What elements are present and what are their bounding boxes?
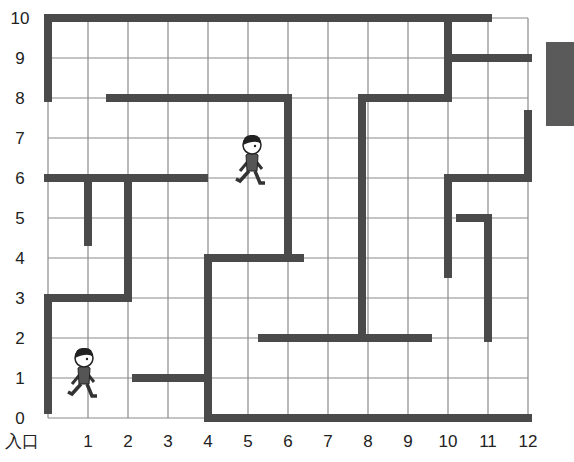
maze-wall bbox=[84, 178, 92, 242]
column-number: 7 bbox=[323, 433, 332, 450]
row-number: 4 bbox=[15, 250, 24, 267]
row-number: 2 bbox=[15, 330, 24, 347]
row-number: 5 bbox=[15, 210, 24, 227]
row-number: 1 bbox=[15, 370, 24, 387]
column-number: 6 bbox=[283, 433, 292, 450]
row-number: 6 bbox=[15, 170, 24, 187]
grid bbox=[48, 18, 528, 418]
maze-wall bbox=[110, 98, 528, 418]
entrance-label: 入口 bbox=[5, 433, 39, 450]
column-number: 10 bbox=[439, 433, 458, 450]
maze-wall bbox=[48, 14, 488, 22]
column-number: 11 bbox=[479, 433, 497, 450]
row-number: 9 bbox=[15, 50, 24, 67]
column-number: 3 bbox=[163, 433, 172, 450]
row-number: 7 bbox=[15, 130, 24, 147]
side-tag bbox=[546, 42, 574, 126]
maze-wall bbox=[44, 18, 52, 98]
maze-wall bbox=[362, 18, 448, 338]
grid-line bbox=[48, 257, 528, 258]
column-number: 8 bbox=[363, 433, 372, 450]
column-number: 5 bbox=[243, 433, 252, 450]
column-number: 12 bbox=[519, 433, 538, 450]
maze-wall bbox=[48, 178, 128, 410]
grid-line bbox=[48, 377, 528, 378]
maze-wall bbox=[524, 114, 532, 170]
maze-wall bbox=[262, 334, 428, 342]
child-figure bbox=[68, 348, 97, 396]
maze-wall bbox=[136, 374, 208, 382]
row-number: 0 bbox=[15, 410, 24, 427]
grid-line bbox=[48, 57, 528, 58]
column-number: 4 bbox=[203, 433, 212, 450]
row-number: 8 bbox=[15, 90, 24, 107]
grid-line bbox=[48, 337, 528, 338]
maze-wall bbox=[460, 218, 488, 338]
row-number: 3 bbox=[15, 290, 24, 307]
row-number: 10 bbox=[11, 10, 30, 27]
column-number: 9 bbox=[403, 433, 412, 450]
maze-wall bbox=[448, 54, 528, 62]
column-number: 1 bbox=[83, 433, 92, 450]
grid-line bbox=[48, 17, 528, 18]
child-figure bbox=[236, 135, 265, 183]
column-number: 2 bbox=[123, 433, 132, 450]
maze-wall bbox=[288, 254, 300, 262]
